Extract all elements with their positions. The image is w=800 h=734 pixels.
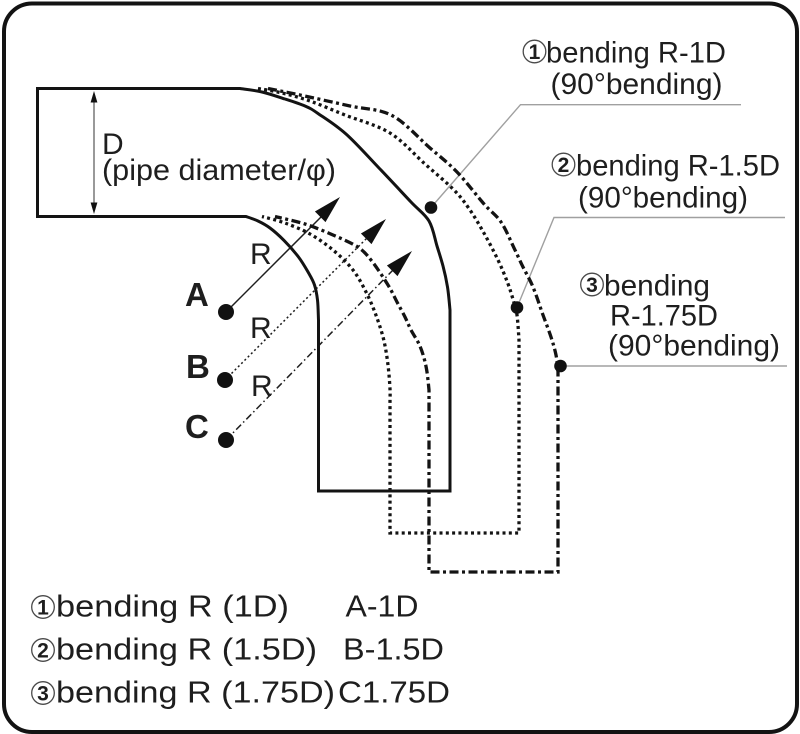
svg-text:R: R — [250, 312, 272, 345]
svg-text:2: 2 — [37, 640, 49, 663]
svg-text:A-1D: A-1D — [346, 589, 419, 624]
svg-text:2: 2 — [558, 154, 570, 177]
svg-text:bending R-1.5D: bending R-1.5D — [576, 150, 780, 183]
svg-text:1: 1 — [37, 597, 49, 620]
svg-text:B: B — [186, 348, 210, 385]
svg-text:B-1.5D: B-1.5D — [343, 632, 444, 667]
svg-text:R-1.75D: R-1.75D — [610, 300, 718, 333]
svg-text:R: R — [251, 370, 273, 403]
svg-text:bending R-1D: bending R-1D — [546, 37, 726, 70]
svg-text:D: D — [102, 128, 124, 161]
svg-text:bending R (1.5D): bending R (1.5D) — [56, 632, 317, 667]
svg-text:(90°bending): (90°bending) — [551, 68, 723, 101]
svg-text:bending: bending — [604, 270, 710, 303]
svg-text:3: 3 — [37, 683, 49, 706]
svg-text:A: A — [185, 276, 209, 313]
svg-text:3: 3 — [586, 274, 598, 297]
svg-text:C1.75D: C1.75D — [338, 675, 450, 710]
svg-text:bending R (1.75D): bending R (1.75D) — [56, 675, 335, 710]
svg-text:C: C — [185, 408, 209, 445]
svg-text:(90°bending): (90°bending) — [608, 330, 780, 363]
svg-text:1: 1 — [529, 41, 541, 64]
svg-text:R: R — [250, 238, 272, 271]
svg-text:(pipe diameter/φ): (pipe diameter/φ) — [102, 154, 336, 187]
svg-text:bending R (1D): bending R (1D) — [56, 589, 289, 624]
svg-text:(90°bending): (90°bending) — [578, 182, 748, 215]
